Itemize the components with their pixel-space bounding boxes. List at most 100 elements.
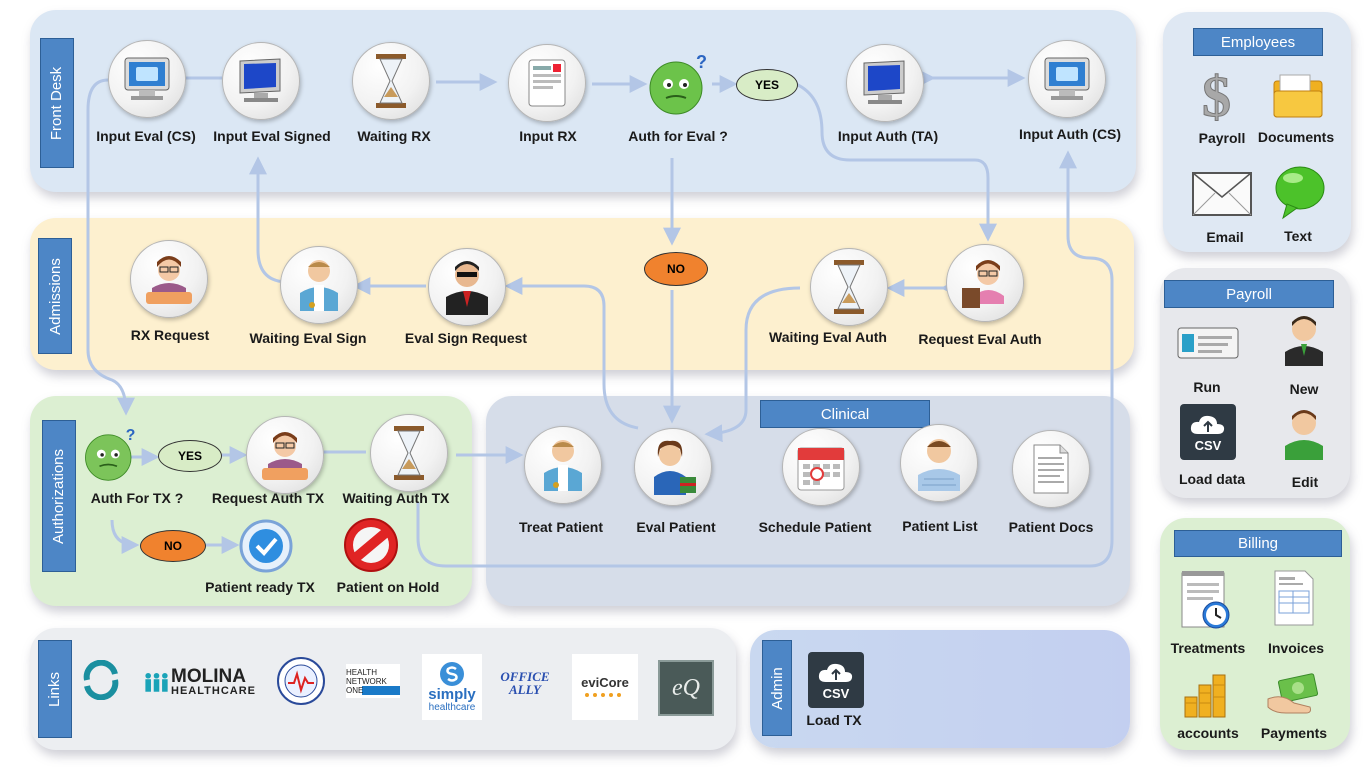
evicore-title: eviCore [581, 674, 629, 690]
waiting-eval-auth-node[interactable] [810, 248, 888, 326]
input-rx-label: Input RX [519, 128, 577, 144]
request-auth-tx-node[interactable] [246, 416, 324, 494]
input-eval-cs-node[interactable] [108, 40, 186, 118]
nurse-icon [146, 256, 192, 304]
waiting-rx-node[interactable] [352, 42, 430, 120]
billing-invoices-button[interactable] [1262, 568, 1326, 628]
auth-for-tx-node[interactable]: ? [82, 426, 138, 487]
payroll-run-button[interactable] [1176, 312, 1240, 372]
rx-request-label: RX Request [130, 327, 210, 343]
eval-sign-request-node[interactable] [428, 248, 506, 326]
cash-hand-icon [1267, 673, 1319, 714]
section-label-admissions: Admissions [38, 238, 72, 354]
patient-list-node[interactable] [900, 424, 978, 502]
person-icon [1285, 410, 1323, 460]
svg-text:$: $ [1202, 64, 1231, 124]
treat-patient-label: Treat Patient [518, 519, 604, 535]
payroll-edit-label: Edit [1291, 474, 1319, 490]
dollar-icon: $ [1202, 64, 1232, 124]
link-simply-healthcare[interactable]: simply healthcare [422, 654, 482, 720]
waiting-eval-sign-node[interactable] [280, 246, 358, 324]
schedule-patient-label: Schedule Patient [758, 519, 872, 535]
rx-request-node[interactable] [130, 240, 208, 318]
molina-sub: HEALTHCARE [171, 685, 256, 697]
molina-people-icon [145, 672, 168, 692]
section-label-admin: Admin [762, 640, 792, 736]
payroll-run-label: Run [1193, 379, 1221, 395]
input-eval-signed-node[interactable] [222, 42, 300, 120]
billing-treatments-label: Treatments [1170, 640, 1246, 656]
eq-title: eQ [672, 674, 700, 701]
load-tx-csv-label: CSV [822, 685, 850, 701]
nurse-icon [962, 260, 1004, 308]
link-logo-circle[interactable] [76, 660, 126, 700]
hourglass-icon [834, 260, 864, 314]
hourglass-icon [394, 426, 424, 480]
front-desk-panel [30, 10, 1136, 192]
load-tx-label: Load TX [806, 712, 862, 728]
svg-text:?: ? [696, 52, 707, 72]
patient-ready-tx-label: Patient ready TX [205, 579, 315, 595]
seal-icon [277, 657, 325, 705]
employees-documents-button[interactable] [1266, 66, 1330, 126]
waiting-eval-auth-label: Waiting Eval Auth [769, 329, 887, 345]
folder-icon [1273, 74, 1323, 118]
patient-on-hold-node[interactable] [340, 516, 402, 579]
link-eq[interactable]: eQ [658, 660, 714, 716]
input-eval-signed-label: Input Eval Signed [213, 128, 331, 144]
patient-docs-label: Patient Docs [1008, 519, 1094, 535]
auth-eval-no-pill[interactable]: NO [644, 252, 708, 286]
input-auth-cs-label: Input Auth (CS) [1018, 126, 1122, 142]
billing-invoices-label: Invoices [1267, 640, 1325, 656]
billing-payments-button[interactable] [1262, 664, 1326, 724]
connector-eval-patient-to-sign-request [504, 277, 639, 430]
section-label-clinical: Clinical [760, 400, 930, 428]
auth-for-eval-label: Auth for Eval ? [628, 128, 728, 144]
connector-waiting-auth-tx-to-input-auth-cs [416, 150, 1114, 568]
request-eval-auth-node[interactable] [946, 244, 1024, 322]
patient-ready-tx-node[interactable] [238, 518, 294, 579]
billing-accounts-button[interactable] [1176, 664, 1240, 724]
employees-documents-label: Documents [1257, 129, 1335, 145]
section-label-billing: Billing [1174, 530, 1342, 557]
billing-accounts-label: accounts [1177, 725, 1239, 741]
link-health-network-one[interactable]: HEALTH NETWORK ONE [346, 664, 400, 698]
auth-tx-yes-pill[interactable]: YES [158, 440, 222, 472]
link-office-ally[interactable]: OFFICE ALLY [494, 666, 556, 700]
link-seal[interactable] [276, 656, 326, 706]
auth-tx-no-pill[interactable]: NO [140, 530, 206, 562]
section-label-front-desk: Front Desk [40, 38, 74, 168]
schedule-patient-node[interactable] [782, 428, 860, 506]
payroll-new-button[interactable] [1272, 310, 1336, 370]
employees-payroll-button[interactable]: $ [1188, 64, 1252, 124]
input-auth-cs-node[interactable] [1028, 40, 1106, 118]
link-evicore[interactable]: eviCore [572, 654, 638, 720]
monitor-icon [124, 57, 170, 100]
input-rx-node[interactable] [508, 44, 586, 122]
employees-email-button[interactable] [1190, 164, 1254, 224]
link-molina[interactable]: MOLINA HEALTHCARE [144, 664, 256, 700]
envelope-icon [1192, 172, 1252, 216]
eval-patient-node[interactable] [634, 428, 712, 506]
cloud-upload-icon [818, 663, 853, 682]
patient-docs-node[interactable] [1012, 430, 1090, 508]
waiting-auth-tx-node[interactable] [370, 414, 448, 492]
treat-patient-node[interactable] [524, 426, 602, 504]
doctor-icon [300, 260, 338, 311]
document-icon [1033, 444, 1069, 494]
employees-text-button[interactable] [1268, 162, 1332, 222]
agent-icon [446, 261, 488, 315]
payroll-load-data-button[interactable]: CSV [1180, 404, 1236, 460]
check-paper-icon [1177, 327, 1239, 359]
patient-on-hold-label: Patient on Hold [336, 579, 440, 595]
auth-eval-yes-pill[interactable]: YES [736, 69, 798, 101]
load-tx-button[interactable]: CSV [808, 652, 864, 708]
waiting-auth-tx-label: Waiting Auth TX [342, 490, 450, 506]
payroll-edit-button[interactable] [1272, 404, 1336, 464]
hourglass-icon [376, 54, 406, 108]
section-label-employees: Employees [1193, 28, 1323, 56]
auth-for-eval-node[interactable]: ? [646, 52, 710, 121]
billing-treatments-button[interactable] [1174, 570, 1238, 630]
input-auth-ta-node[interactable] [846, 44, 924, 122]
waiting-rx-label: Waiting RX [357, 128, 431, 144]
